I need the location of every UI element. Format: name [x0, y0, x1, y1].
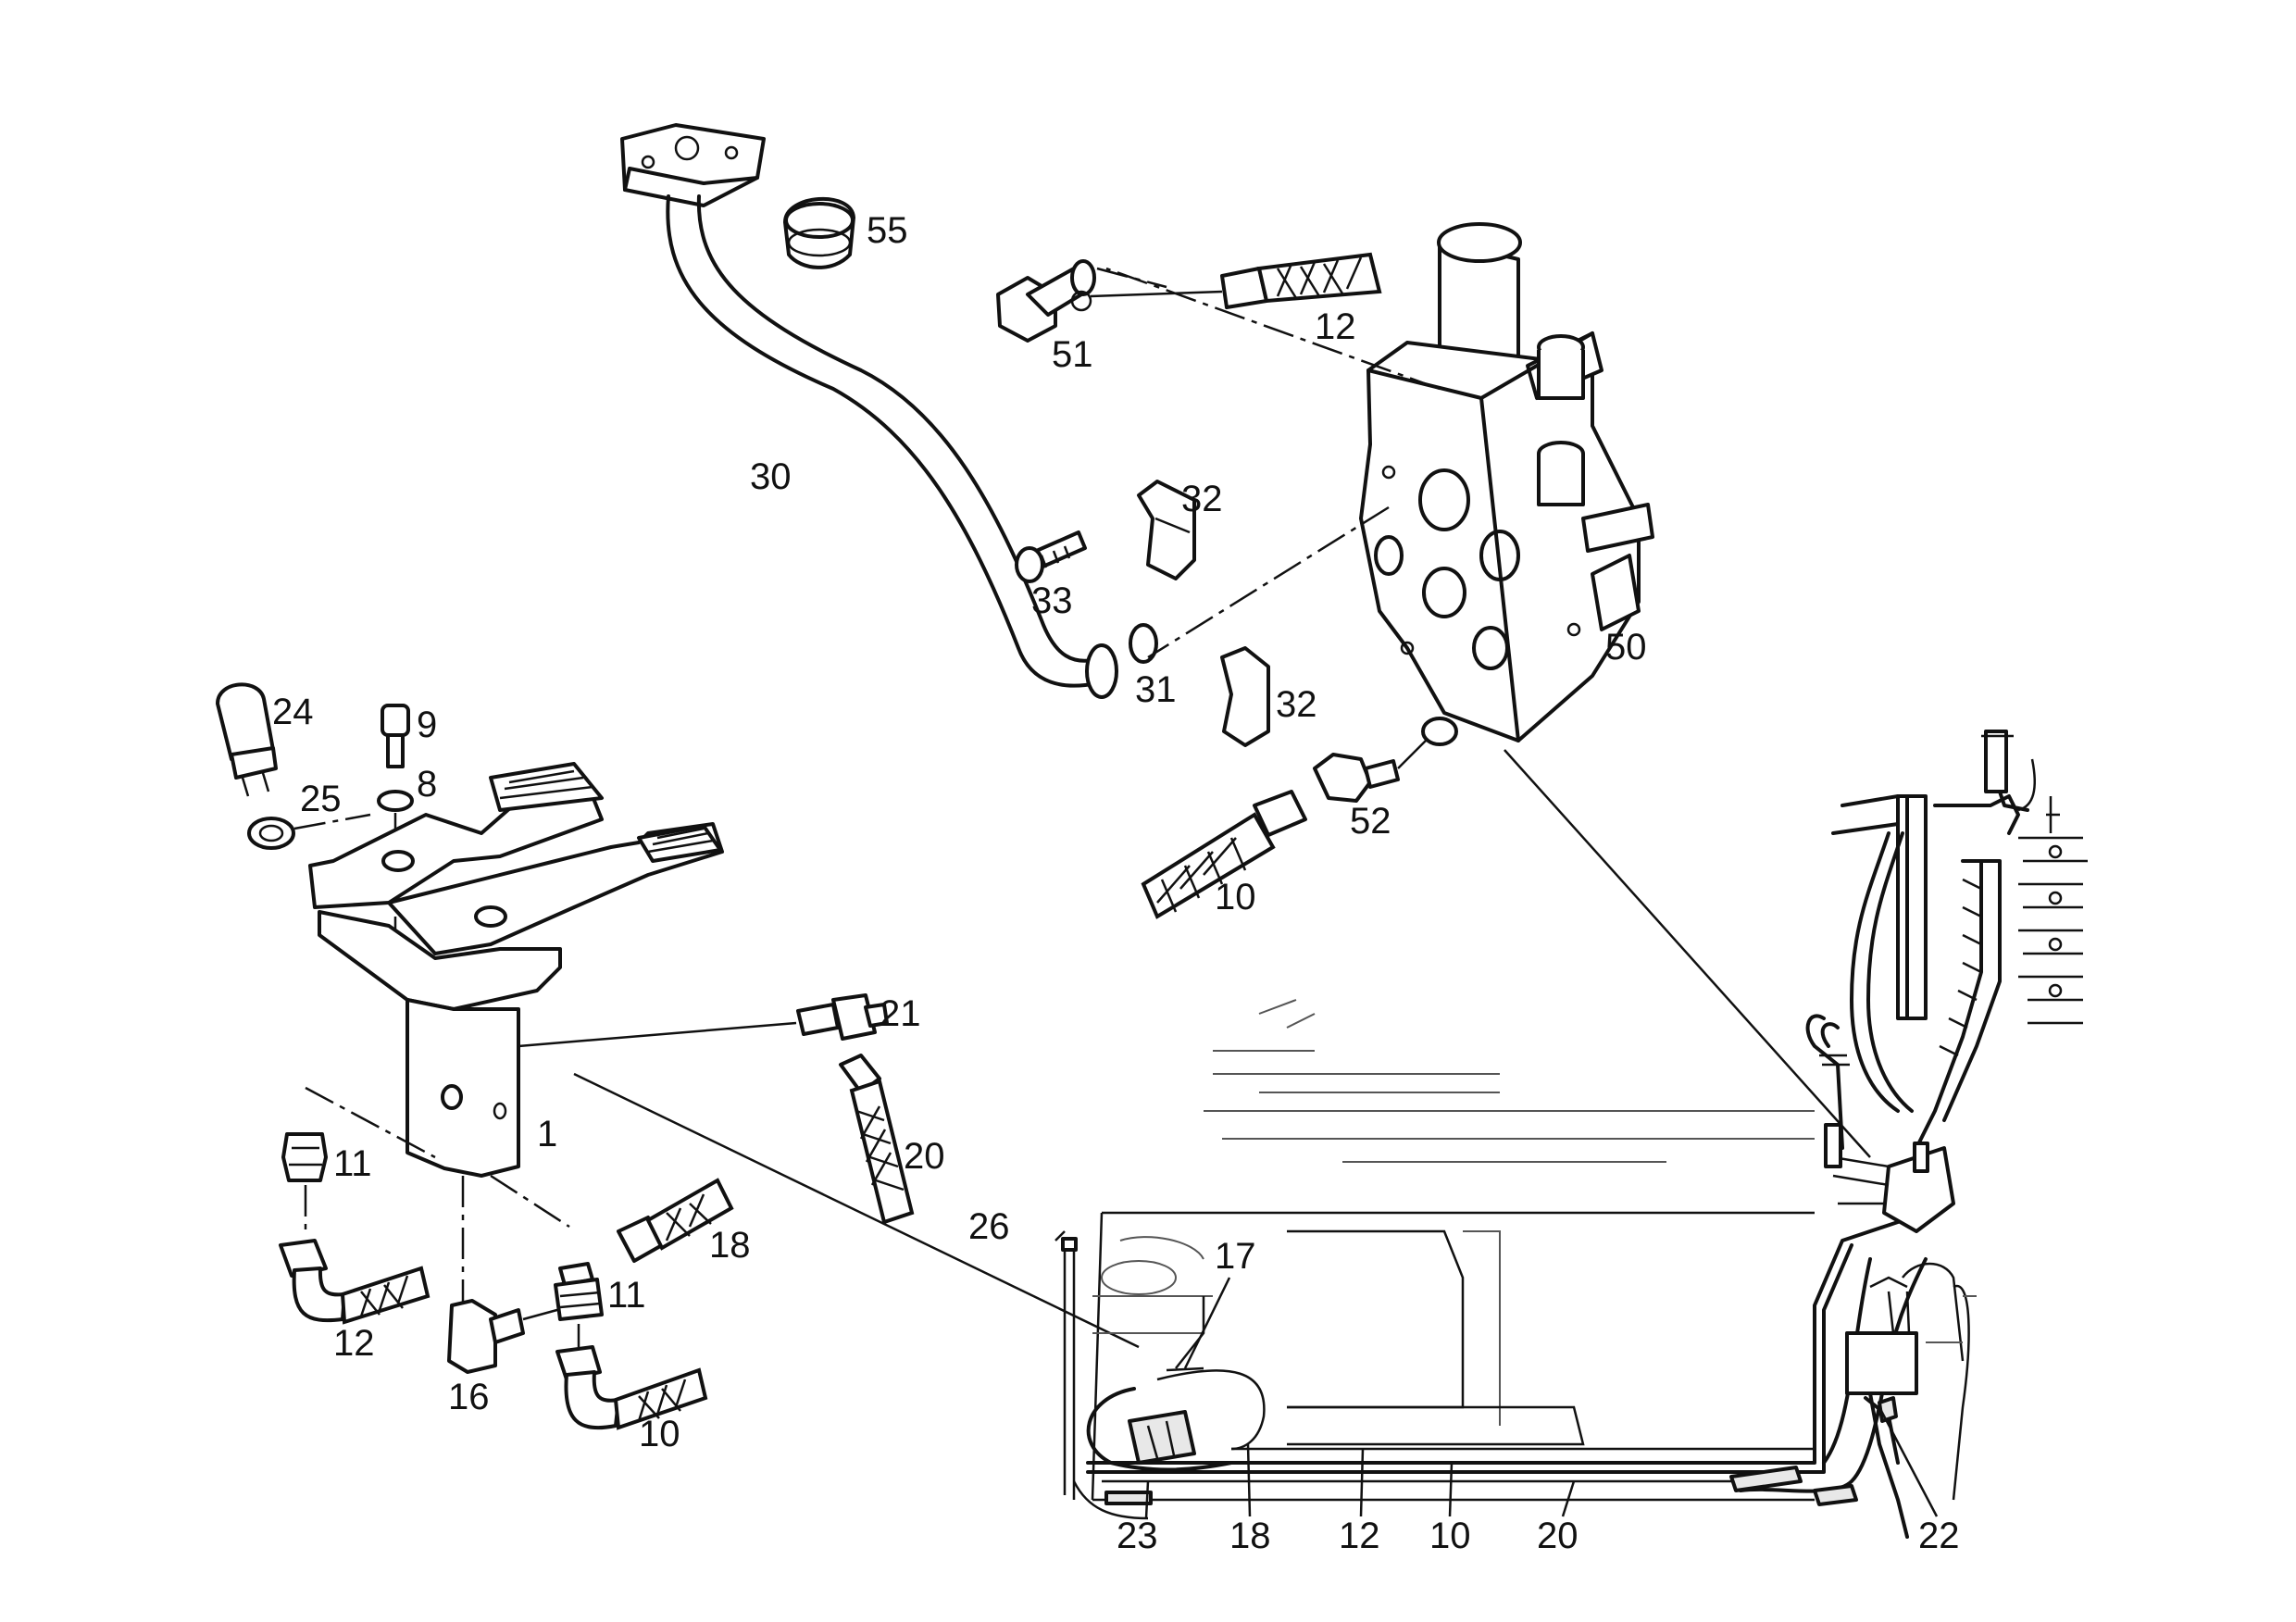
- callout-10-bottom: 10: [639, 1414, 680, 1454]
- callout-12-bottom: 12: [1339, 1516, 1380, 1556]
- part-21-tee-fitting: [796, 993, 889, 1041]
- part-50-control-valve: [1105, 222, 1654, 746]
- part-11-fitting-left: [281, 1132, 328, 1231]
- part-51-elbow-fitting: [996, 259, 1096, 343]
- callout-17: 17: [1215, 1236, 1256, 1277]
- part-25-washer: [247, 813, 371, 850]
- part-20-hose-middle: [839, 1054, 915, 1225]
- callout-22: 22: [1918, 1516, 1960, 1556]
- part-12-hose-top: [1090, 252, 1382, 309]
- callout-leaders: [1054, 1230, 1939, 1519]
- callout-8: 8: [417, 764, 437, 805]
- callout-24: 24: [272, 692, 314, 732]
- part-18-hose-left: [617, 1178, 734, 1263]
- part-24-sensor: [216, 682, 278, 797]
- callout-32-lower: 32: [1276, 684, 1317, 725]
- part-32-clamp-lower: [1220, 646, 1270, 747]
- callout-10-middle: 10: [1215, 877, 1256, 917]
- callout-25: 25: [300, 779, 342, 819]
- part-31-o-ring: [1129, 623, 1158, 664]
- callout-9: 9: [417, 705, 437, 745]
- callout-18-left: 18: [709, 1225, 751, 1266]
- part-55-cap: [783, 197, 855, 269]
- callout-26: 26: [968, 1206, 1010, 1247]
- callout-30: 30: [750, 456, 792, 497]
- callout-20-middle: 20: [904, 1136, 945, 1177]
- callout-16: 16: [448, 1377, 490, 1417]
- part-1-pedal-assembly: [305, 762, 1140, 1349]
- part-11-fitting-right: [554, 1262, 604, 1347]
- callout-labels: 55 12 51 30 32 33 31 32 50 24 9 8 25 52 …: [272, 210, 1960, 1556]
- part-9-bolt: [381, 704, 410, 768]
- part-33-screw: [1015, 530, 1087, 583]
- callout-51: 51: [1052, 334, 1093, 375]
- callout-11-right: 11: [607, 1275, 646, 1316]
- callout-23: 23: [1117, 1516, 1158, 1556]
- part-30-pedal-tube: [620, 123, 1118, 699]
- callout-21: 21: [880, 993, 921, 1034]
- callout-11-left: 11: [333, 1143, 372, 1184]
- part-16-fitting: [447, 1299, 575, 1374]
- callout-20-bottom: 20: [1537, 1516, 1578, 1556]
- part-10-hose-middle: [1141, 790, 1307, 919]
- callout-18-bottom: 18: [1229, 1516, 1271, 1556]
- callout-12-top: 12: [1315, 306, 1356, 347]
- tractor-frame-background: [1061, 730, 2088, 1539]
- callout-33: 33: [1031, 580, 1073, 621]
- part-12-elbow-hose-left: [279, 1239, 430, 1325]
- callout-12-left: 12: [333, 1323, 375, 1364]
- part-10-elbow-hose-bottom: [555, 1345, 708, 1430]
- callout-50: 50: [1605, 627, 1647, 668]
- callout-31: 31: [1135, 669, 1177, 710]
- callout-1: 1: [537, 1114, 557, 1154]
- callout-55: 55: [867, 210, 908, 251]
- callout-52: 52: [1350, 801, 1391, 842]
- callout-32-upper: 32: [1181, 479, 1223, 519]
- part-32-clamp-upper: [1137, 480, 1196, 580]
- part-52-fitting: [1313, 740, 1427, 803]
- callout-10-bottom-right: 10: [1429, 1516, 1471, 1556]
